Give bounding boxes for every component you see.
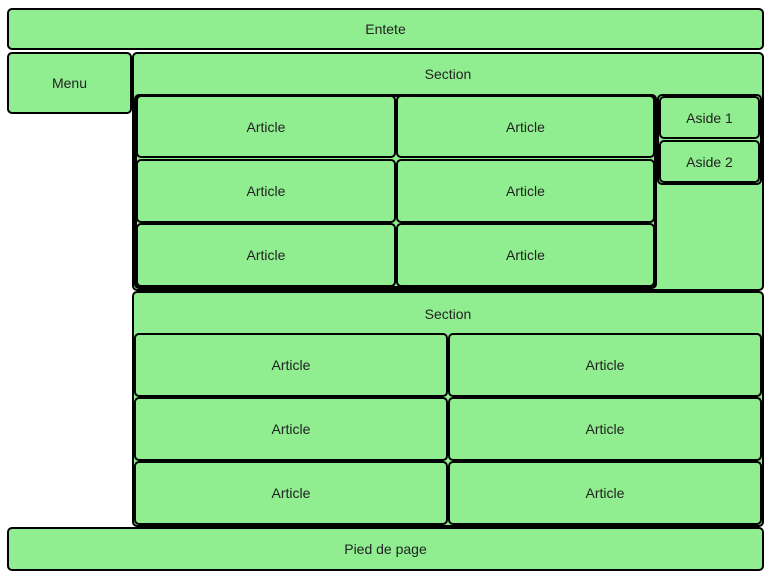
section-2-article: Article — [134, 333, 448, 397]
section-1-article: Article — [396, 95, 655, 158]
menu-label: Menu — [51, 75, 88, 91]
aside-group — [657, 94, 762, 185]
section-2-article-label: Article — [271, 357, 311, 373]
aside-1-label: Aside 1 — [686, 109, 733, 126]
section-2-article-label: Article — [585, 485, 625, 501]
header-box: Entete — [7, 8, 764, 50]
section-1-article: Article — [136, 95, 396, 158]
section-2-article: Article — [134, 461, 448, 525]
header-label: Entete — [365, 21, 406, 37]
section-1-article: Article — [396, 159, 655, 223]
section-2-article: Article — [448, 397, 762, 461]
section-2-label: Section — [424, 306, 472, 322]
aside-2-label: Aside 2 — [686, 153, 733, 170]
section-1-article-label: Article — [506, 183, 545, 199]
section-1-article: Article — [396, 223, 655, 287]
section-2-article-label: Article — [585, 357, 625, 373]
aside-1: Aside 1 — [659, 96, 760, 139]
section-2-article: Article — [448, 333, 762, 397]
section-1-article-label: Article — [246, 183, 286, 199]
section-2-article-label: Article — [271, 485, 311, 501]
section-2-article: Article — [448, 461, 762, 525]
section-1-article-label: Article — [246, 118, 286, 135]
section-1-article: Article — [136, 223, 396, 287]
aside-2: Aside 2 — [659, 140, 760, 183]
section-1-article-label: Article — [506, 118, 545, 135]
section-1-label: Section — [424, 66, 472, 82]
footer-box: Pied de page — [7, 527, 764, 571]
section-1-article-label: Article — [506, 247, 545, 263]
section-2-article-label: Article — [585, 421, 625, 437]
section-1-article-label: Article — [246, 247, 286, 263]
footer-label: Pied de page — [344, 541, 427, 557]
section-1-article: Article — [136, 159, 396, 223]
menu-box: Menu — [7, 52, 132, 114]
section-2-article: Article — [134, 397, 448, 461]
section-2-article-label: Article — [271, 421, 311, 437]
section-1-articles-group — [134, 94, 657, 289]
